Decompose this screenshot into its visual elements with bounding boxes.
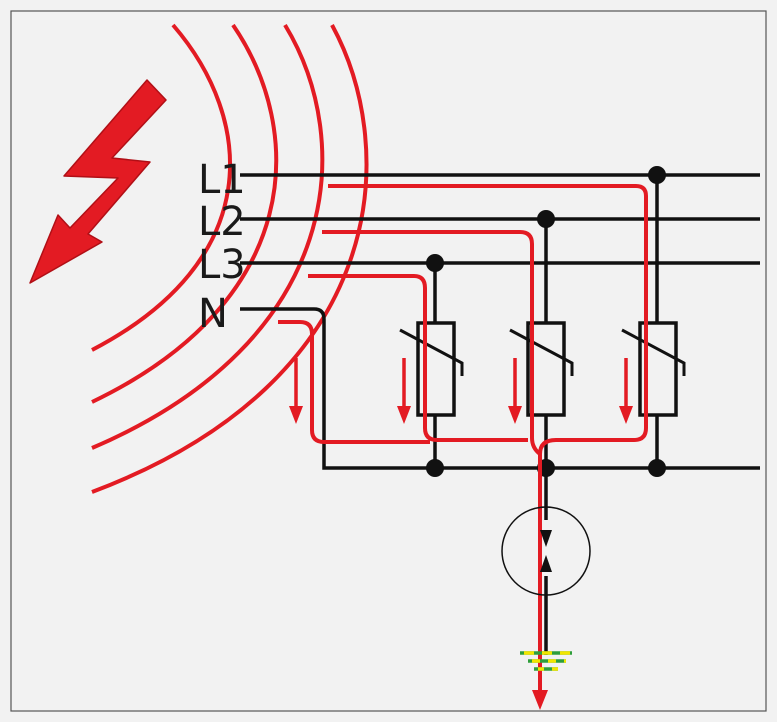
- surge-path-l1: [328, 184, 648, 690]
- diagram-frame: [10, 10, 767, 712]
- junction-dot: [648, 166, 666, 184]
- junction-dot: [426, 254, 444, 272]
- surge-path-n: [278, 320, 430, 444]
- wave-arc-2: [91, 23, 279, 404]
- arrow-down-icon: [619, 358, 633, 424]
- label-l3: L3: [198, 242, 246, 288]
- junction-dots: [426, 166, 666, 477]
- varistor-icon: [621, 321, 686, 417]
- surge-path-l2: [322, 230, 542, 456]
- conductor-n-pe: [240, 307, 760, 470]
- surge-current-paths: [278, 184, 648, 690]
- junction-dot: [537, 210, 555, 228]
- arrow-down-icon: [289, 358, 303, 424]
- label-l2: L2: [198, 199, 246, 245]
- arrow-down-icon: [532, 690, 548, 710]
- surge-path-l3: [308, 274, 528, 442]
- earth-ground-icon: [520, 651, 574, 671]
- label-n: N: [198, 291, 228, 337]
- current-meter-icon: [501, 506, 591, 596]
- label-l1: L1: [198, 157, 246, 203]
- varistor-icon: [399, 321, 464, 417]
- conductors: [240, 173, 760, 655]
- arrow-down-icon: [397, 358, 411, 424]
- wave-arc-3: [91, 23, 325, 450]
- surge-arrows: [289, 358, 633, 710]
- junction-dot: [426, 459, 444, 477]
- varistor-icon: [509, 321, 574, 417]
- arrow-down-icon: [508, 358, 522, 424]
- wave-arc-1: [91, 23, 232, 352]
- junction-dot: [648, 459, 666, 477]
- lightning-bolt-icon: [29, 79, 167, 284]
